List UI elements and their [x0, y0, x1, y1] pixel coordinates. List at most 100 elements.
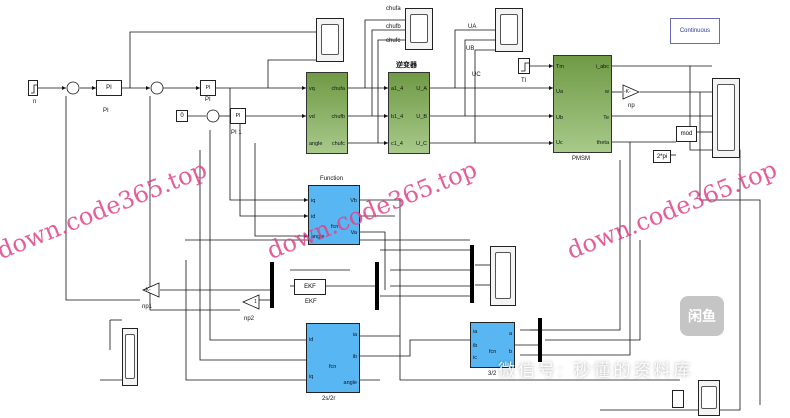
func-fcn: fcn	[331, 224, 339, 230]
step-label: n	[33, 99, 37, 105]
tag-chufc: chufc	[386, 38, 401, 44]
gain-np-label: np	[628, 103, 635, 109]
gain-np2-label: np2	[244, 316, 255, 322]
tl-label: Tl	[521, 78, 526, 84]
tag-uc: UC	[472, 72, 481, 78]
scope-chuf[interactable]	[405, 8, 433, 50]
step-block-n[interactable]	[28, 80, 38, 96]
c32-block[interactable]: ia ib ic a b fcn	[470, 322, 515, 368]
inv-out-ub: U_B	[416, 114, 427, 120]
sum-block-1[interactable]	[66, 81, 80, 95]
mux-bar-3[interactable]	[470, 245, 474, 303]
c32-ic: ic	[473, 355, 477, 361]
s2r-ia: ia	[352, 332, 357, 338]
wechat-watermark: 微信号: 秒懂的资料库	[498, 361, 694, 380]
mux-bar-2[interactable]	[375, 262, 379, 310]
c32-ib: ib	[473, 343, 478, 349]
inv-out-uc: U_C	[415, 141, 427, 147]
pmsm-te: Te	[603, 115, 609, 121]
mod-text: mod	[680, 131, 693, 137]
s2r-block[interactable]: id iq ia ib angle fcn	[306, 323, 360, 393]
mux-bar-4[interactable]	[538, 318, 542, 362]
solver-config-block[interactable]: Continuous	[670, 18, 720, 44]
s2r-label: 2s/2r	[322, 396, 336, 402]
scope-top-1[interactable]	[316, 18, 344, 62]
pmsm-tm: Tm	[556, 64, 564, 70]
step-block-tl[interactable]	[518, 58, 530, 74]
const-2pi[interactable]: 2*pi	[653, 150, 671, 163]
transform-subsystem[interactable]: vq vd angle chufa chufb chufc	[306, 72, 348, 154]
ekf-block[interactable]: EKF	[294, 279, 326, 295]
gain-np1-text: -K-	[144, 287, 151, 293]
port-chufc: chufc	[331, 141, 345, 147]
sum-small-bottom[interactable]	[672, 390, 684, 408]
pmsm-uc: Uc	[556, 140, 563, 146]
c32-ia: ia	[473, 329, 478, 335]
function-title: Function	[320, 176, 344, 182]
sum-block-3[interactable]	[206, 109, 220, 123]
ekf-label: EKF	[305, 299, 317, 305]
c32-b: b	[508, 349, 512, 355]
pi-controller-iq[interactable]: PI	[200, 80, 216, 96]
port-angle: angle	[309, 141, 323, 147]
mux-bar-1[interactable]	[270, 262, 274, 308]
pi-controller-id[interactable]: PI	[230, 108, 246, 124]
pi-label-speed: PI	[103, 108, 109, 114]
scope-output[interactable]	[712, 78, 740, 158]
tag-ua: UA	[468, 24, 477, 30]
s2r-iq: iq	[309, 374, 314, 380]
pmsm-ub: Ub	[556, 115, 564, 121]
port-chufa: chufa	[331, 86, 345, 92]
s2r-fcn: fcn	[329, 364, 337, 370]
pi-controller-speed[interactable]: PI	[96, 80, 122, 96]
c32-fcn: fcn	[489, 349, 497, 355]
pi-label-id: PI 1	[231, 130, 242, 136]
solver-label: Continuous	[679, 28, 711, 34]
gain-np2-text: 1	[254, 299, 257, 305]
scope-bottom-right[interactable]	[698, 380, 720, 416]
gain-np1-label: np1	[142, 304, 153, 310]
func-vb: Vb	[350, 198, 357, 204]
s2r-angle: angle	[343, 380, 357, 386]
gain-np2[interactable]	[240, 294, 260, 310]
pmsm-iabc: i_abc	[595, 64, 609, 70]
func-id: id	[311, 214, 316, 220]
inv-in-a: a1_4	[391, 86, 404, 92]
xianyu-logo-text: 闲鱼	[688, 308, 716, 324]
func-iq: iq	[311, 198, 316, 204]
port-chufb: chufb	[331, 114, 345, 120]
constant-zero[interactable]: 0	[176, 110, 188, 122]
s2r-id: id	[309, 337, 314, 343]
constant-value: 0	[180, 113, 184, 119]
c32-a: a	[508, 331, 512, 337]
ekf-text: EKF	[304, 284, 316, 290]
s2r-ib: ib	[352, 354, 357, 360]
xianyu-logo: 闲鱼	[680, 296, 724, 336]
pmsm-block[interactable]: Tm Ua Ub Uc i_abc w Te theta	[553, 55, 612, 153]
mod-block[interactable]: mod	[676, 126, 697, 142]
port-vd: vd	[309, 114, 315, 120]
inverter-title: 逆变器	[396, 62, 417, 69]
gain-np1[interactable]	[140, 282, 160, 298]
scope-bottom-left[interactable]	[122, 328, 138, 386]
inverter-subsystem[interactable]: a1_4 b1_4 c1_4 U_A U_B U_C	[388, 72, 430, 154]
tag-ub: UB	[466, 46, 475, 52]
inv-out-ua: U_A	[416, 86, 427, 92]
scope-voltage[interactable]	[495, 8, 523, 52]
func-angle: angle	[311, 234, 325, 240]
tag-chufa: chufa	[386, 6, 401, 12]
gain-np[interactable]	[622, 84, 640, 100]
const-2pi-text: 2*pi	[656, 153, 668, 160]
pmsm-theta: theta	[596, 140, 609, 146]
func-va: Va	[350, 230, 357, 236]
gain-np-text: -K-	[624, 89, 631, 95]
pmsm-label: PMSM	[572, 156, 590, 162]
function-block[interactable]: iq id angle Vb Va fcn	[308, 185, 360, 245]
scope-middle[interactable]	[490, 246, 516, 306]
pi-text: PI	[106, 85, 112, 91]
tag-chufb: chufb	[386, 24, 401, 30]
c32-label: 3/2	[488, 371, 497, 377]
pmsm-w: w	[605, 89, 609, 95]
sum-block-2[interactable]	[150, 81, 164, 95]
pi-label-iq: PI	[205, 97, 211, 103]
